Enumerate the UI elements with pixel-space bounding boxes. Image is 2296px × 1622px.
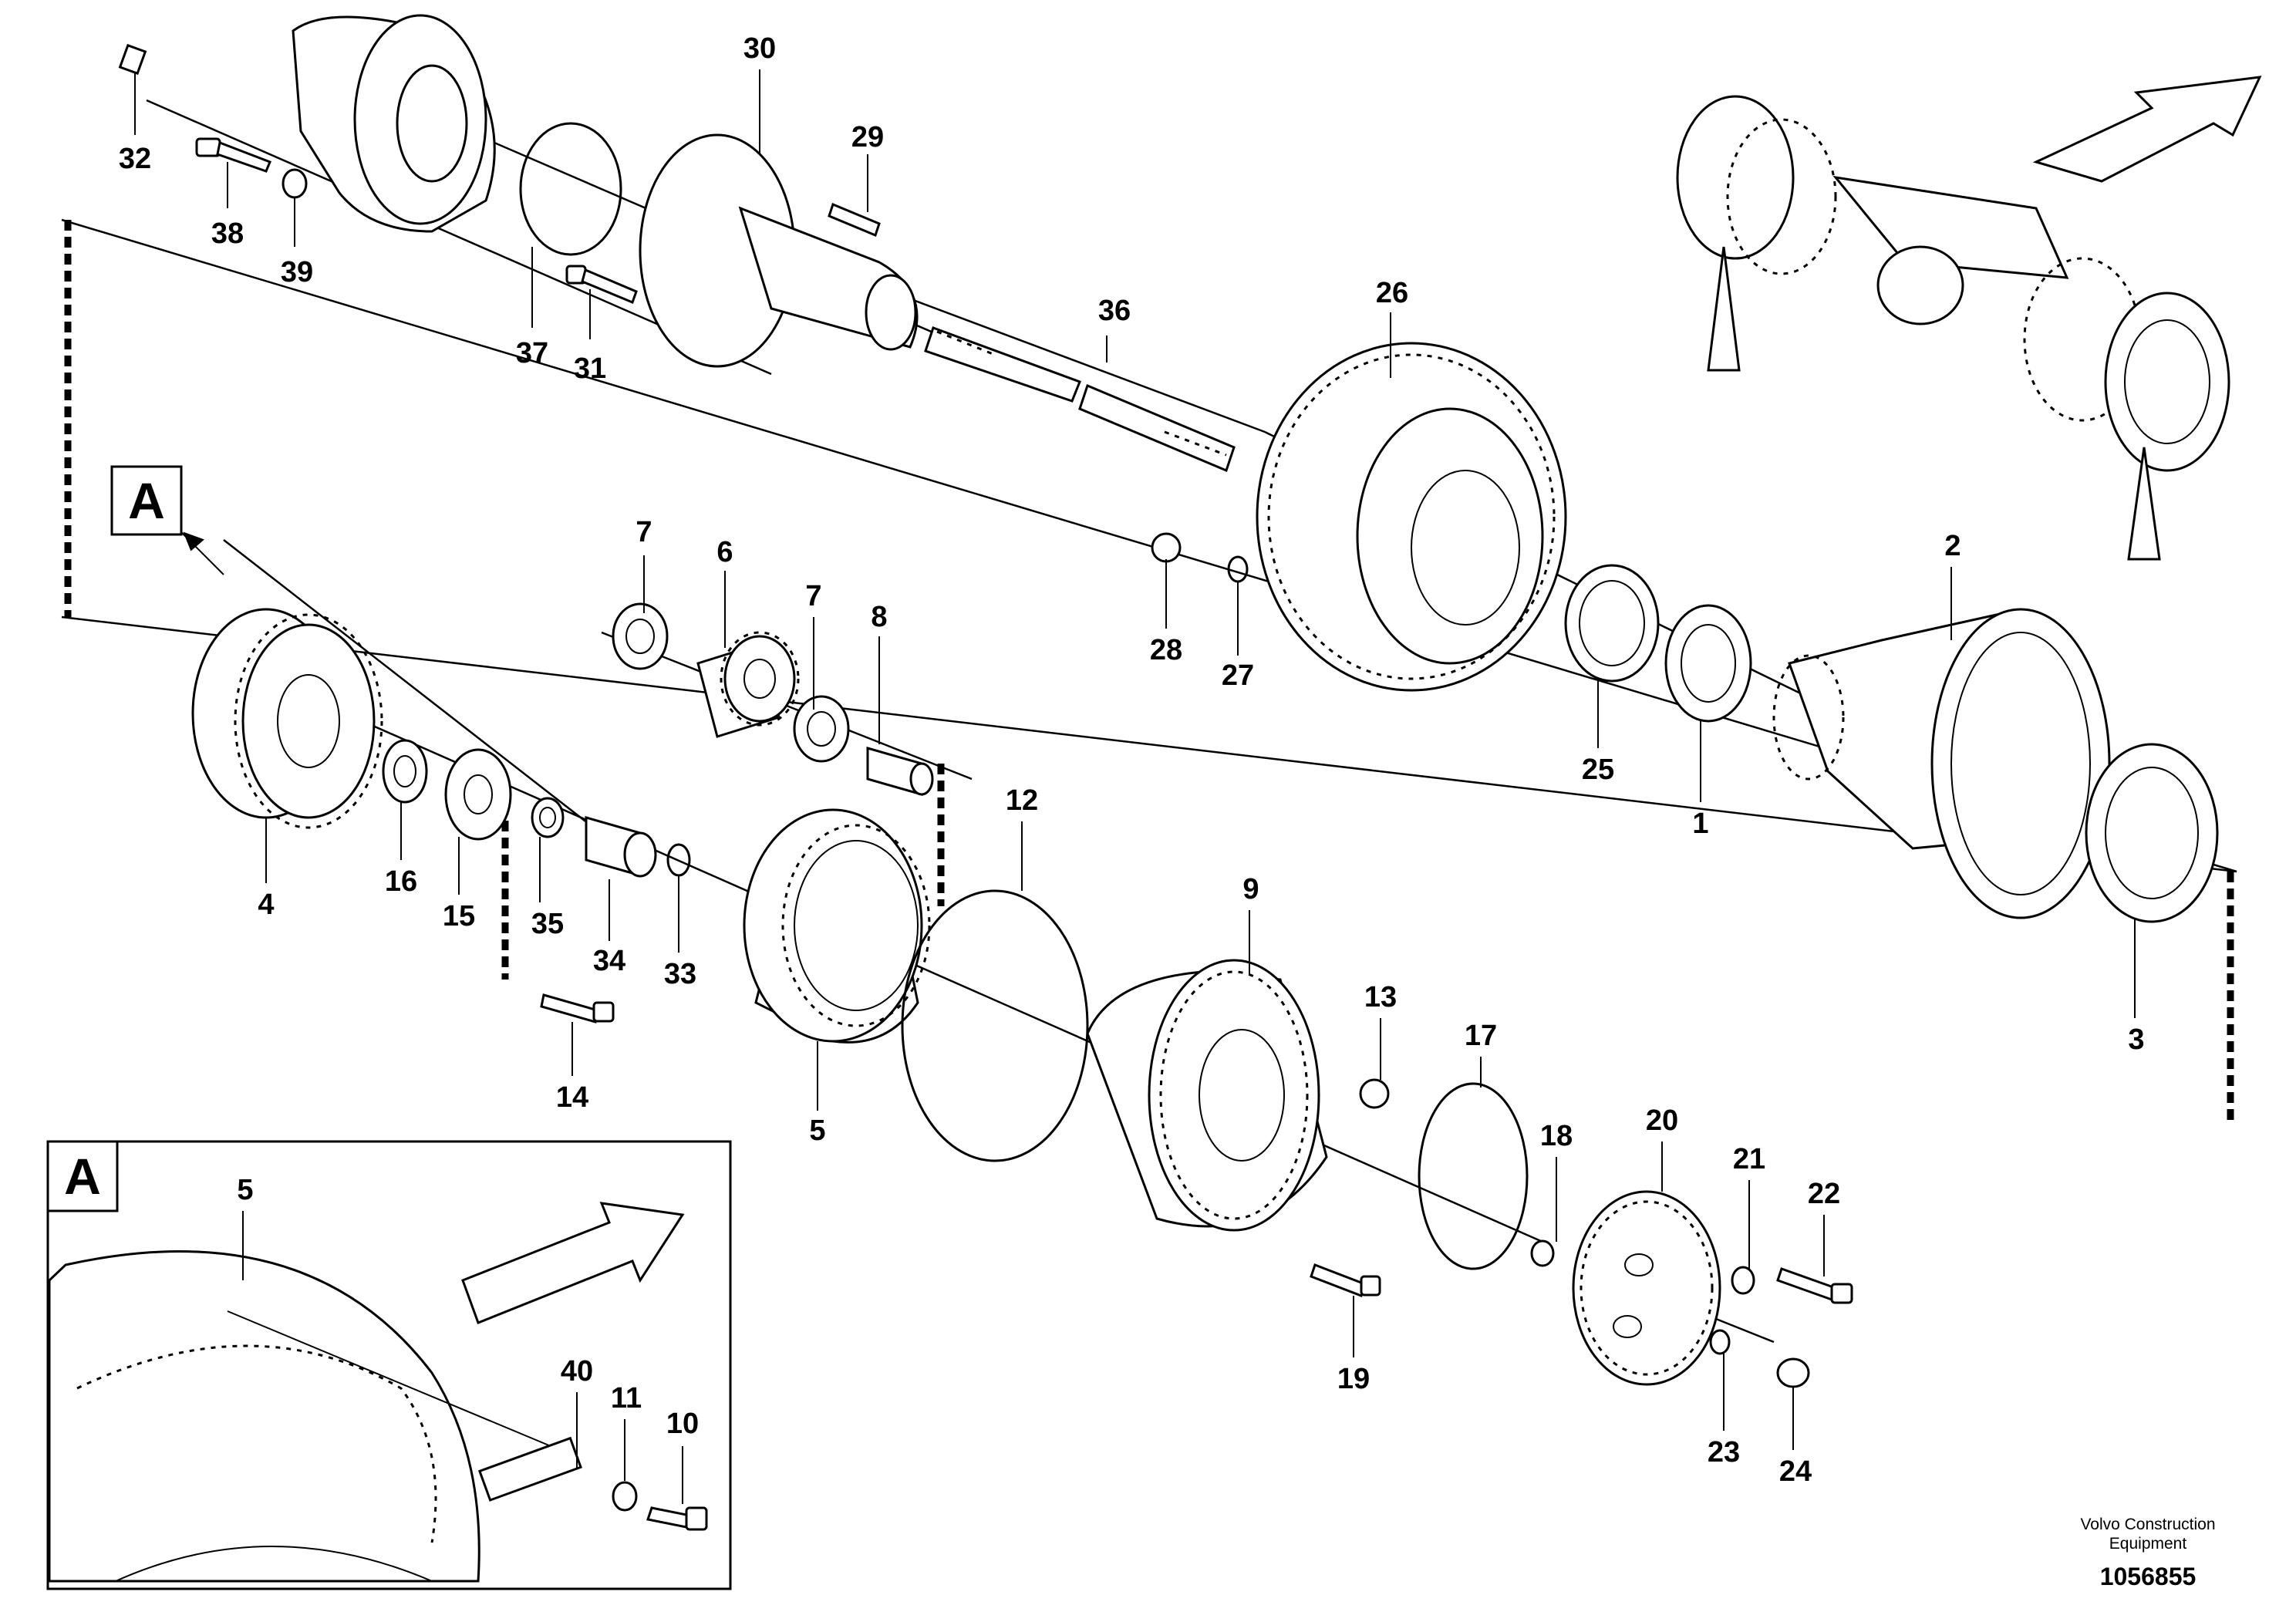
bearing-1 (1664, 604, 1752, 723)
callout-28: 28 (1150, 634, 1182, 666)
callout-18: 18 (1540, 1120, 1573, 1152)
callout-33: 33 (664, 958, 696, 990)
stub-flange-30 (639, 133, 919, 368)
ring-gear-5 (743, 808, 931, 1044)
callout-20: 20 (1646, 1104, 1678, 1137)
bolt-38 (195, 137, 271, 173)
callout-1: 1 (1692, 808, 1708, 840)
callout-2: 2 (1944, 530, 1961, 562)
callout-3: 3 (2128, 1023, 2144, 1056)
callout-4: 4 (258, 889, 274, 921)
callout-8: 8 (871, 601, 887, 633)
thrust-washer-16 (382, 739, 428, 804)
sun-gear-4 (191, 608, 383, 829)
callout-39: 39 (281, 256, 313, 288)
callout-34: 34 (593, 945, 625, 977)
bearing-3 (2085, 743, 2219, 923)
callout-32: 32 (119, 143, 151, 175)
callout-22: 22 (1808, 1178, 1840, 1210)
detail-marker-a: A (110, 465, 224, 575)
drive-shaft-36 (924, 326, 1236, 473)
callout-21: 21 (1733, 1143, 1765, 1175)
callout-5: 5 (809, 1114, 825, 1147)
indicator-arrow-right-icon (2127, 447, 2161, 561)
bolt-31 (565, 265, 638, 304)
plug-24 (1776, 1357, 1810, 1388)
end-cover-20 (1572, 1190, 1721, 1386)
callout-30: 30 (743, 32, 776, 65)
bolt-32 (118, 43, 147, 135)
callout-12: 12 (1006, 784, 1038, 817)
planet-gear-6 (696, 631, 800, 738)
detail-marker-label: A (128, 472, 165, 529)
detail-inset-a: A 5 40 11 10 (46, 1140, 732, 1590)
callout-25: 25 (1582, 754, 1614, 786)
callout-9: 9 (1242, 873, 1259, 905)
bolt-28 (1151, 532, 1182, 563)
callout-7-left: 7 (636, 516, 652, 548)
plug-13 (1359, 1078, 1390, 1109)
pin-29 (828, 202, 881, 238)
inset-marker-label: A (64, 1148, 101, 1205)
inset-callout-40: 40 (561, 1355, 593, 1388)
callout-36: 36 (1098, 295, 1131, 327)
washer-21 (1731, 1266, 1755, 1295)
planet-carrier-9 (1086, 959, 1328, 1232)
direction-arrow-icon (2032, 76, 2262, 183)
ring-gear-hub-26 (1256, 342, 1567, 692)
inset-callout-5: 5 (237, 1174, 253, 1206)
o-ring-12 (901, 889, 1089, 1162)
inset-direction-arrow-icon (461, 1202, 685, 1324)
callout-26: 26 (1376, 277, 1408, 309)
leader-lines (227, 69, 2136, 1450)
callout-numbers: 30 29 32 38 39 37 31 36 26 7 6 7 8 28 27… (119, 32, 2145, 1488)
callout-38: 38 (211, 218, 244, 250)
bushing-34 (585, 816, 657, 878)
callout-35: 35 (531, 908, 564, 940)
callout-14: 14 (556, 1081, 588, 1114)
washer-35 (531, 797, 565, 838)
axle-housing-flange (292, 14, 496, 233)
publisher-credit: Volvo Construction Equipment 1056855 (2080, 1516, 2215, 1590)
callout-7-right: 7 (805, 580, 821, 612)
reference-dashes (64, 220, 2234, 1126)
plug-18 (1530, 1239, 1555, 1267)
callout-23: 23 (1708, 1436, 1740, 1469)
bolt-19 (1310, 1263, 1381, 1297)
bolt-22 (1776, 1267, 1853, 1304)
callout-13: 13 (1364, 981, 1397, 1013)
bearing-7-left (612, 602, 669, 670)
washer-23 (1709, 1329, 1731, 1355)
callout-27: 27 (1222, 659, 1254, 692)
bearing-7-right (793, 695, 850, 763)
snap-ring-27 (1227, 555, 1249, 583)
indicator-arrow-left-icon (1707, 246, 1741, 372)
callout-31: 31 (574, 352, 606, 385)
callout-19: 19 (1337, 1363, 1370, 1395)
callout-15: 15 (443, 900, 475, 932)
seal-25 (1564, 564, 1660, 683)
washer-39 (282, 168, 308, 199)
bolt-14 (540, 993, 615, 1023)
callout-37: 37 (516, 337, 548, 369)
document-number: 1056855 (2100, 1563, 2197, 1590)
axle-overview-illustration (1676, 76, 2262, 561)
inset-callout-10: 10 (666, 1408, 699, 1440)
callout-16: 16 (385, 865, 417, 898)
callout-29: 29 (851, 121, 884, 153)
o-ring-17 (1418, 1082, 1529, 1270)
planet-shaft-8 (866, 747, 934, 796)
inset-callout-11: 11 (611, 1382, 642, 1415)
callout-17: 17 (1465, 1020, 1497, 1052)
callout-6: 6 (716, 536, 733, 568)
o-ring-37 (519, 122, 622, 256)
callout-24: 24 (1779, 1455, 1812, 1488)
credit-line-2: Equipment (2109, 1535, 2187, 1553)
wheel-hub-2 (1772, 608, 2111, 919)
planet-carrier-plate-15 (444, 748, 512, 841)
credit-line-1: Volvo Construction (2080, 1516, 2215, 1533)
